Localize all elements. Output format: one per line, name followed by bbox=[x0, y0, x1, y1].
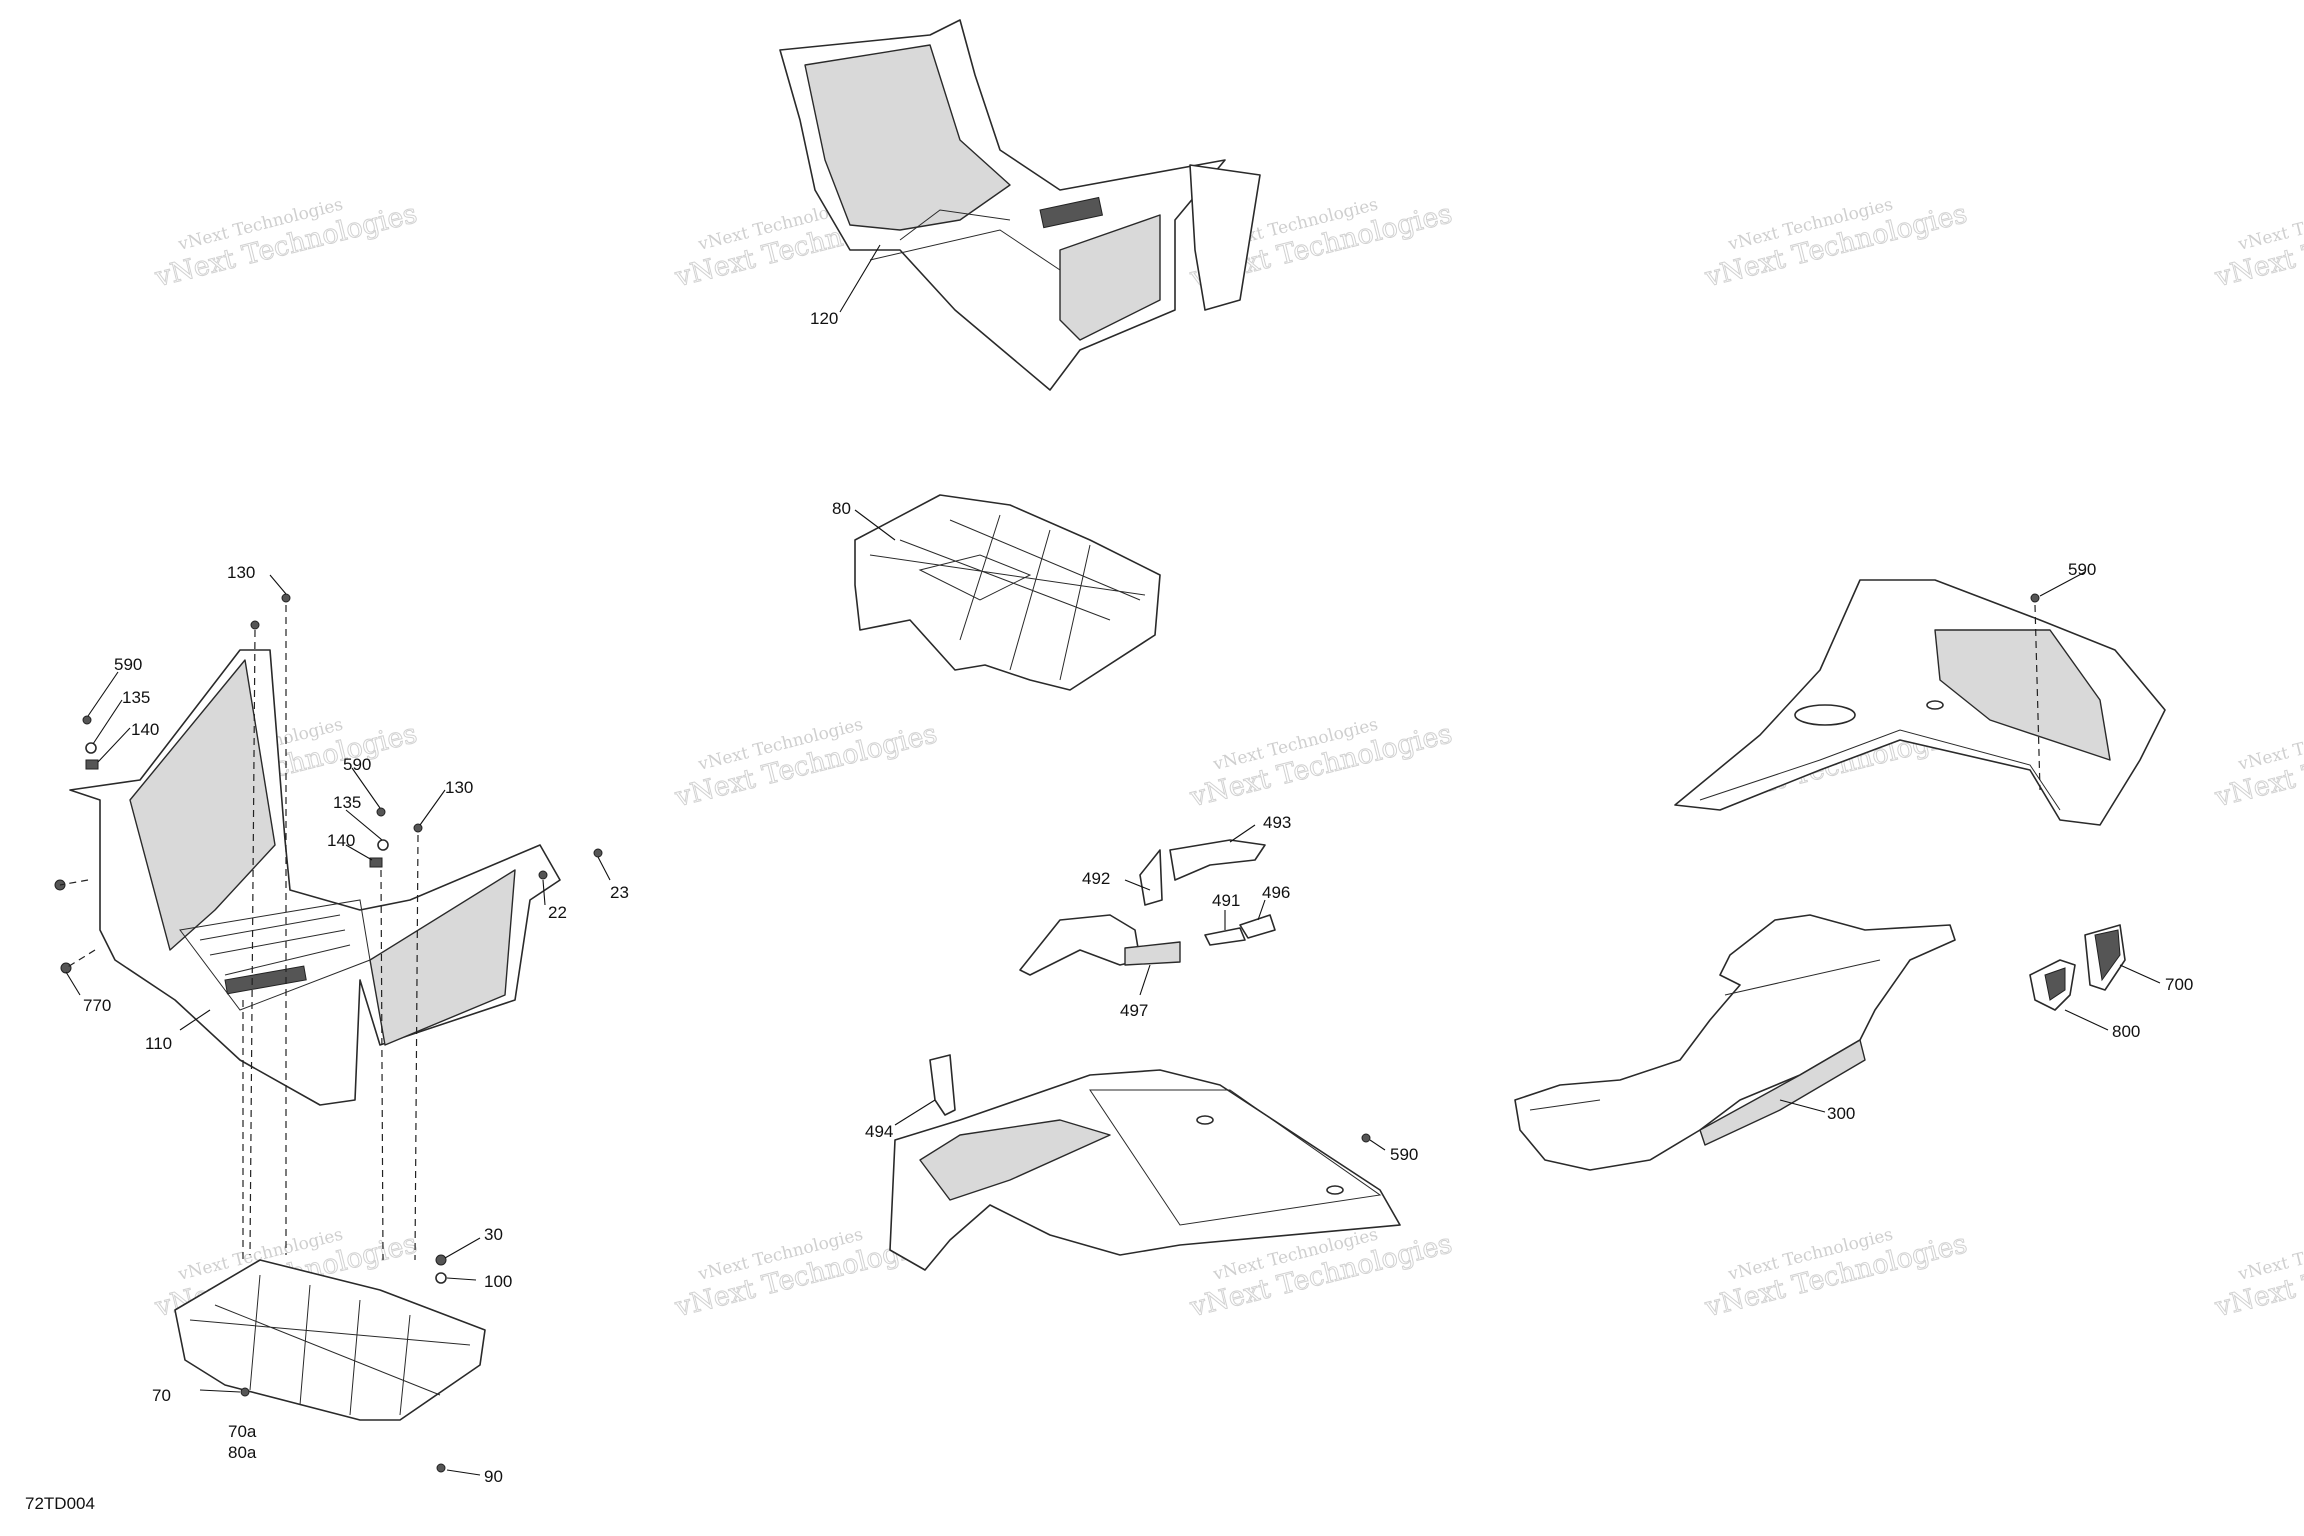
rear-fender-rh bbox=[1674, 579, 2166, 826]
callout-label: 496 bbox=[1262, 883, 1290, 902]
assembly-lines bbox=[59, 604, 2041, 1261]
callout-label: 494 bbox=[865, 1122, 893, 1141]
callout-labels: 120 80 130 590 135 140 590 135 140 130 2… bbox=[83, 309, 2193, 1486]
bolt-icon bbox=[281, 593, 291, 603]
callout-label: 590 bbox=[114, 655, 142, 674]
callout-label: 130 bbox=[227, 563, 255, 582]
watermark: vNext Technologies vNext Technologies bbox=[151, 195, 421, 294]
watermark: vNext Technologies vNext Technologies bbox=[671, 715, 941, 814]
bolt-icon bbox=[436, 1463, 446, 1473]
washer-icon bbox=[435, 1272, 447, 1284]
callout-label: 493 bbox=[1263, 813, 1291, 832]
bolt-icon bbox=[240, 1387, 250, 1397]
callout-label: 135 bbox=[333, 793, 361, 812]
callout-label: 800 bbox=[2112, 1022, 2140, 1041]
callout-label: 590 bbox=[2068, 560, 2096, 579]
callout-label: 135 bbox=[122, 688, 150, 707]
callout-label: 23 bbox=[610, 883, 629, 902]
clip-icon bbox=[369, 857, 383, 868]
bolt-icon bbox=[2030, 593, 2040, 603]
callout-label: 491 bbox=[1212, 891, 1240, 910]
callout-label: 140 bbox=[131, 720, 159, 739]
bolt-icon bbox=[1361, 1133, 1371, 1143]
callout-label: 590 bbox=[343, 755, 371, 774]
bolt-icon bbox=[60, 962, 72, 974]
watermark: vNext Technologies vNext Technologies bbox=[2211, 1225, 2304, 1324]
callout-label: 497 bbox=[1120, 1001, 1148, 1020]
callout-label: 22 bbox=[548, 903, 567, 922]
callout-label: 700 bbox=[2165, 975, 2193, 994]
watermark: vNext Technologies vNext Technologies bbox=[2211, 195, 2304, 294]
washer-icon bbox=[85, 742, 97, 754]
callout-label: 590 bbox=[1390, 1145, 1418, 1164]
clips-700-800 bbox=[2029, 924, 2126, 1011]
watermark: vNext Technologies vNext Technologies bbox=[1186, 715, 1456, 814]
bolt-icon bbox=[538, 870, 548, 880]
footrest-70 bbox=[174, 1259, 486, 1421]
callout-label: 30 bbox=[484, 1225, 503, 1244]
bolt-icon bbox=[435, 1254, 447, 1266]
callout-label: 90 bbox=[484, 1467, 503, 1486]
clip-icon bbox=[85, 759, 99, 770]
rack-support-80 bbox=[854, 494, 1161, 691]
front-rack-120 bbox=[779, 19, 1261, 391]
callout-label: 80 bbox=[832, 499, 851, 518]
bolt-icon bbox=[250, 620, 260, 630]
front-fender-assembly-110 bbox=[69, 649, 561, 1106]
drawing-id: 72TD004 bbox=[25, 1494, 95, 1513]
watermark: vNext Technologies vNext Technologies bbox=[1701, 1225, 1971, 1324]
watermark: vNext Technologies vNext Technologies bbox=[2211, 715, 2304, 814]
callout-label: 70a bbox=[228, 1422, 257, 1441]
leader-lines bbox=[65, 244, 2161, 1476]
callout-label: 130 bbox=[445, 778, 473, 797]
callout-label: 300 bbox=[1827, 1104, 1855, 1123]
callout-label: 120 bbox=[810, 309, 838, 328]
bolt-icon bbox=[376, 807, 386, 817]
callout-label: 80a bbox=[228, 1443, 257, 1462]
callout-label: 70 bbox=[152, 1386, 171, 1405]
callout-label: 770 bbox=[83, 996, 111, 1015]
bolt-icon bbox=[413, 823, 423, 833]
bolt-icon bbox=[593, 848, 603, 858]
callout-label: 492 bbox=[1082, 869, 1110, 888]
bolt-icon bbox=[82, 715, 92, 725]
watermark: vNext Technologies vNext Technologies bbox=[1701, 195, 1971, 294]
callout-label: 110 bbox=[145, 1034, 172, 1053]
callout-label: 100 bbox=[484, 1272, 512, 1291]
fender-bracket-300 bbox=[1514, 914, 1956, 1171]
washer-icon bbox=[377, 839, 389, 851]
mud-flaps-49x bbox=[929, 839, 1276, 1116]
callout-label: 140 bbox=[327, 831, 355, 850]
rear-fender-lh bbox=[889, 1069, 1401, 1271]
